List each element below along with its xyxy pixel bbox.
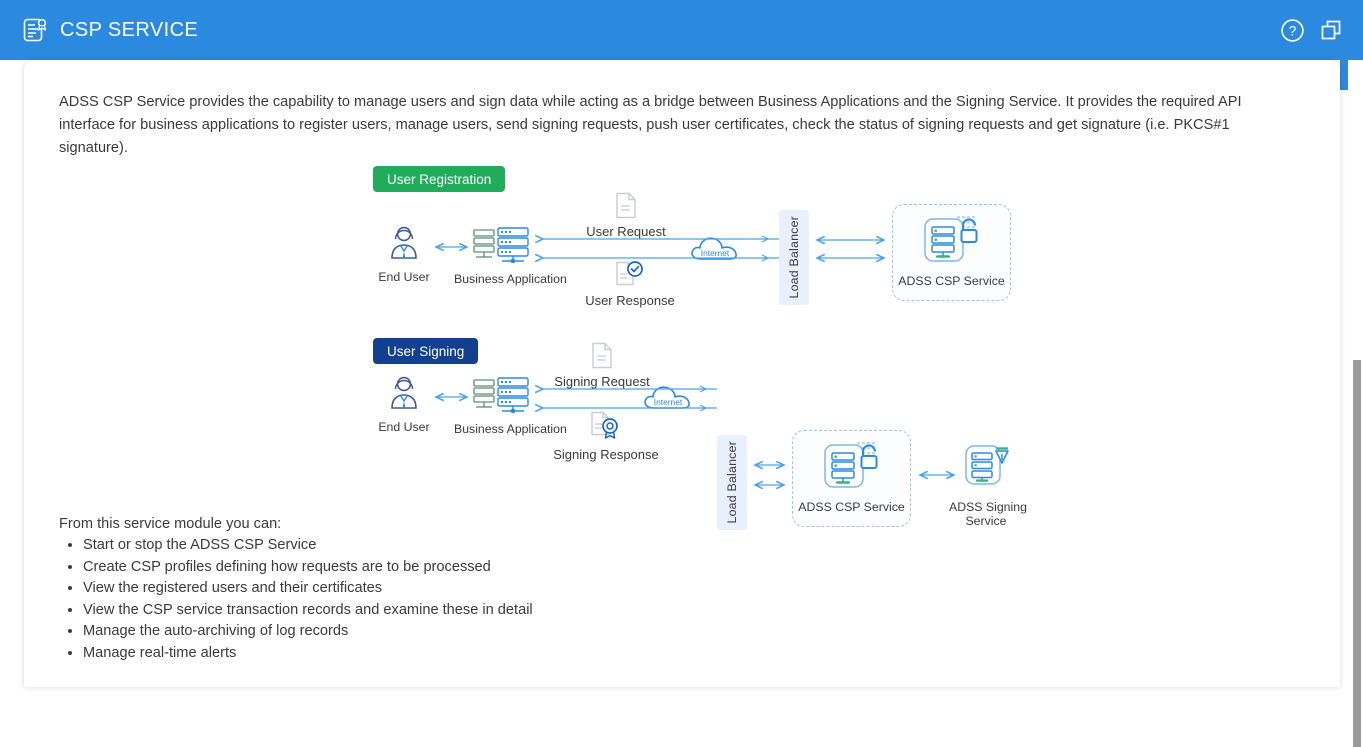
document-verified-icon [615, 261, 645, 292]
intro-paragraph: ADSS CSP Service provides the capability… [59, 94, 1242, 156]
page-scrollbar-track[interactable] [1348, 60, 1363, 747]
list-item: Manage the auto-archiving of log records [83, 621, 533, 643]
node-adss-csp-service-signing: ADSS CSP Service [793, 439, 910, 514]
document-icon [615, 192, 637, 223]
user-request-label: User Request [586, 224, 666, 239]
signing-arrows [24, 335, 1340, 535]
internet-label: Internet [701, 248, 730, 258]
list-item: Manage real-time alerts [83, 643, 533, 665]
server-stack-icon [472, 227, 536, 267]
document-signed-seal-icon [590, 411, 622, 446]
document-icon [591, 342, 613, 373]
node-user-request-doc: User Request [580, 192, 672, 239]
secure-server-icon [819, 442, 885, 497]
internet-label: Internet [654, 397, 683, 407]
node-signing-request-doc: Signing Request [552, 342, 652, 389]
csp-service-dashed-box: ADSS CSP Service [892, 204, 1011, 301]
node-user-response-doc: User Response [580, 260, 680, 308]
signing-server-icon [962, 445, 1010, 495]
csp-service-label: ADSS CSP Service [898, 274, 1005, 288]
load-balancer-box: Load Balancer [779, 210, 809, 305]
signing-service-label-line2: Service [965, 514, 1007, 528]
badge-user-signing: User Signing [373, 338, 479, 364]
end-user-label: End User [378, 270, 430, 284]
signing-service-label-line1: ADSS Signing [949, 500, 1027, 514]
list-item: Start or stop the ADSS CSP Service [83, 535, 533, 557]
capabilities-section: From this service module you can: Start … [59, 513, 533, 664]
list-item: View the registered users and their cert… [83, 578, 533, 600]
header-actions: ? [1280, 0, 1343, 60]
certificate-document-icon [22, 17, 48, 43]
server-stack-icon [472, 377, 536, 417]
csp-service-label: ADSS CSP Service [798, 500, 905, 514]
content-card: ADSS CSP Service provides the capability… [24, 60, 1340, 687]
app-header: CSP SERVICE ? [0, 0, 1363, 60]
end-user-icon [387, 376, 421, 415]
end-user-icon [387, 226, 421, 265]
signing-response-label: Signing Response [553, 447, 659, 462]
help-circle-icon[interactable]: ? [1280, 18, 1305, 43]
business-application-label: Business Application [454, 422, 567, 436]
node-end-user-signing: End User [369, 375, 439, 434]
capabilities-list: Start or stop the ADSS CSP Service Creat… [59, 535, 533, 664]
badge-user-registration: User Registration [373, 166, 506, 192]
load-balancer-box-signing: Load Balancer [717, 435, 747, 530]
list-item: View the CSP service transaction records… [83, 600, 533, 622]
business-application-label: Business Application [454, 272, 567, 286]
page-scrollbar-thumb[interactable] [1353, 360, 1361, 747]
end-user-label: End User [378, 420, 430, 434]
cloud-icon: Internet [644, 386, 690, 409]
header-left-group: CSP SERVICE [0, 17, 198, 43]
page-title: CSP SERVICE [60, 18, 199, 41]
node-end-user: End User [369, 225, 439, 284]
node-adss-signing-service: ADSS Signing Service [949, 443, 1027, 528]
svg-text:?: ? [1289, 23, 1297, 38]
secure-server-icon [919, 216, 985, 271]
node-internet-cloud-signing: Internet [641, 382, 699, 417]
csp-service-dashed-box-signing: ADSS CSP Service [792, 430, 911, 527]
registration-arrows [24, 160, 1340, 345]
copy-windows-icon[interactable] [1319, 18, 1343, 42]
diagram-user-registration: User Registration End User [24, 160, 1340, 345]
list-intro: From this service module you can: [59, 516, 282, 532]
node-signing-response-doc: Signing Response [552, 410, 660, 462]
list-item: Create CSP profiles defining how request… [83, 557, 533, 579]
node-business-application-signing: Business Application [454, 375, 567, 436]
signing-request-label: Signing Request [554, 374, 650, 389]
user-response-label: User Response [585, 293, 675, 308]
node-business-application: Business Application [454, 225, 567, 286]
diagram-user-signing: User Signing End User [24, 335, 1340, 530]
node-adss-csp-service: ADSS CSP Service [893, 213, 1010, 288]
